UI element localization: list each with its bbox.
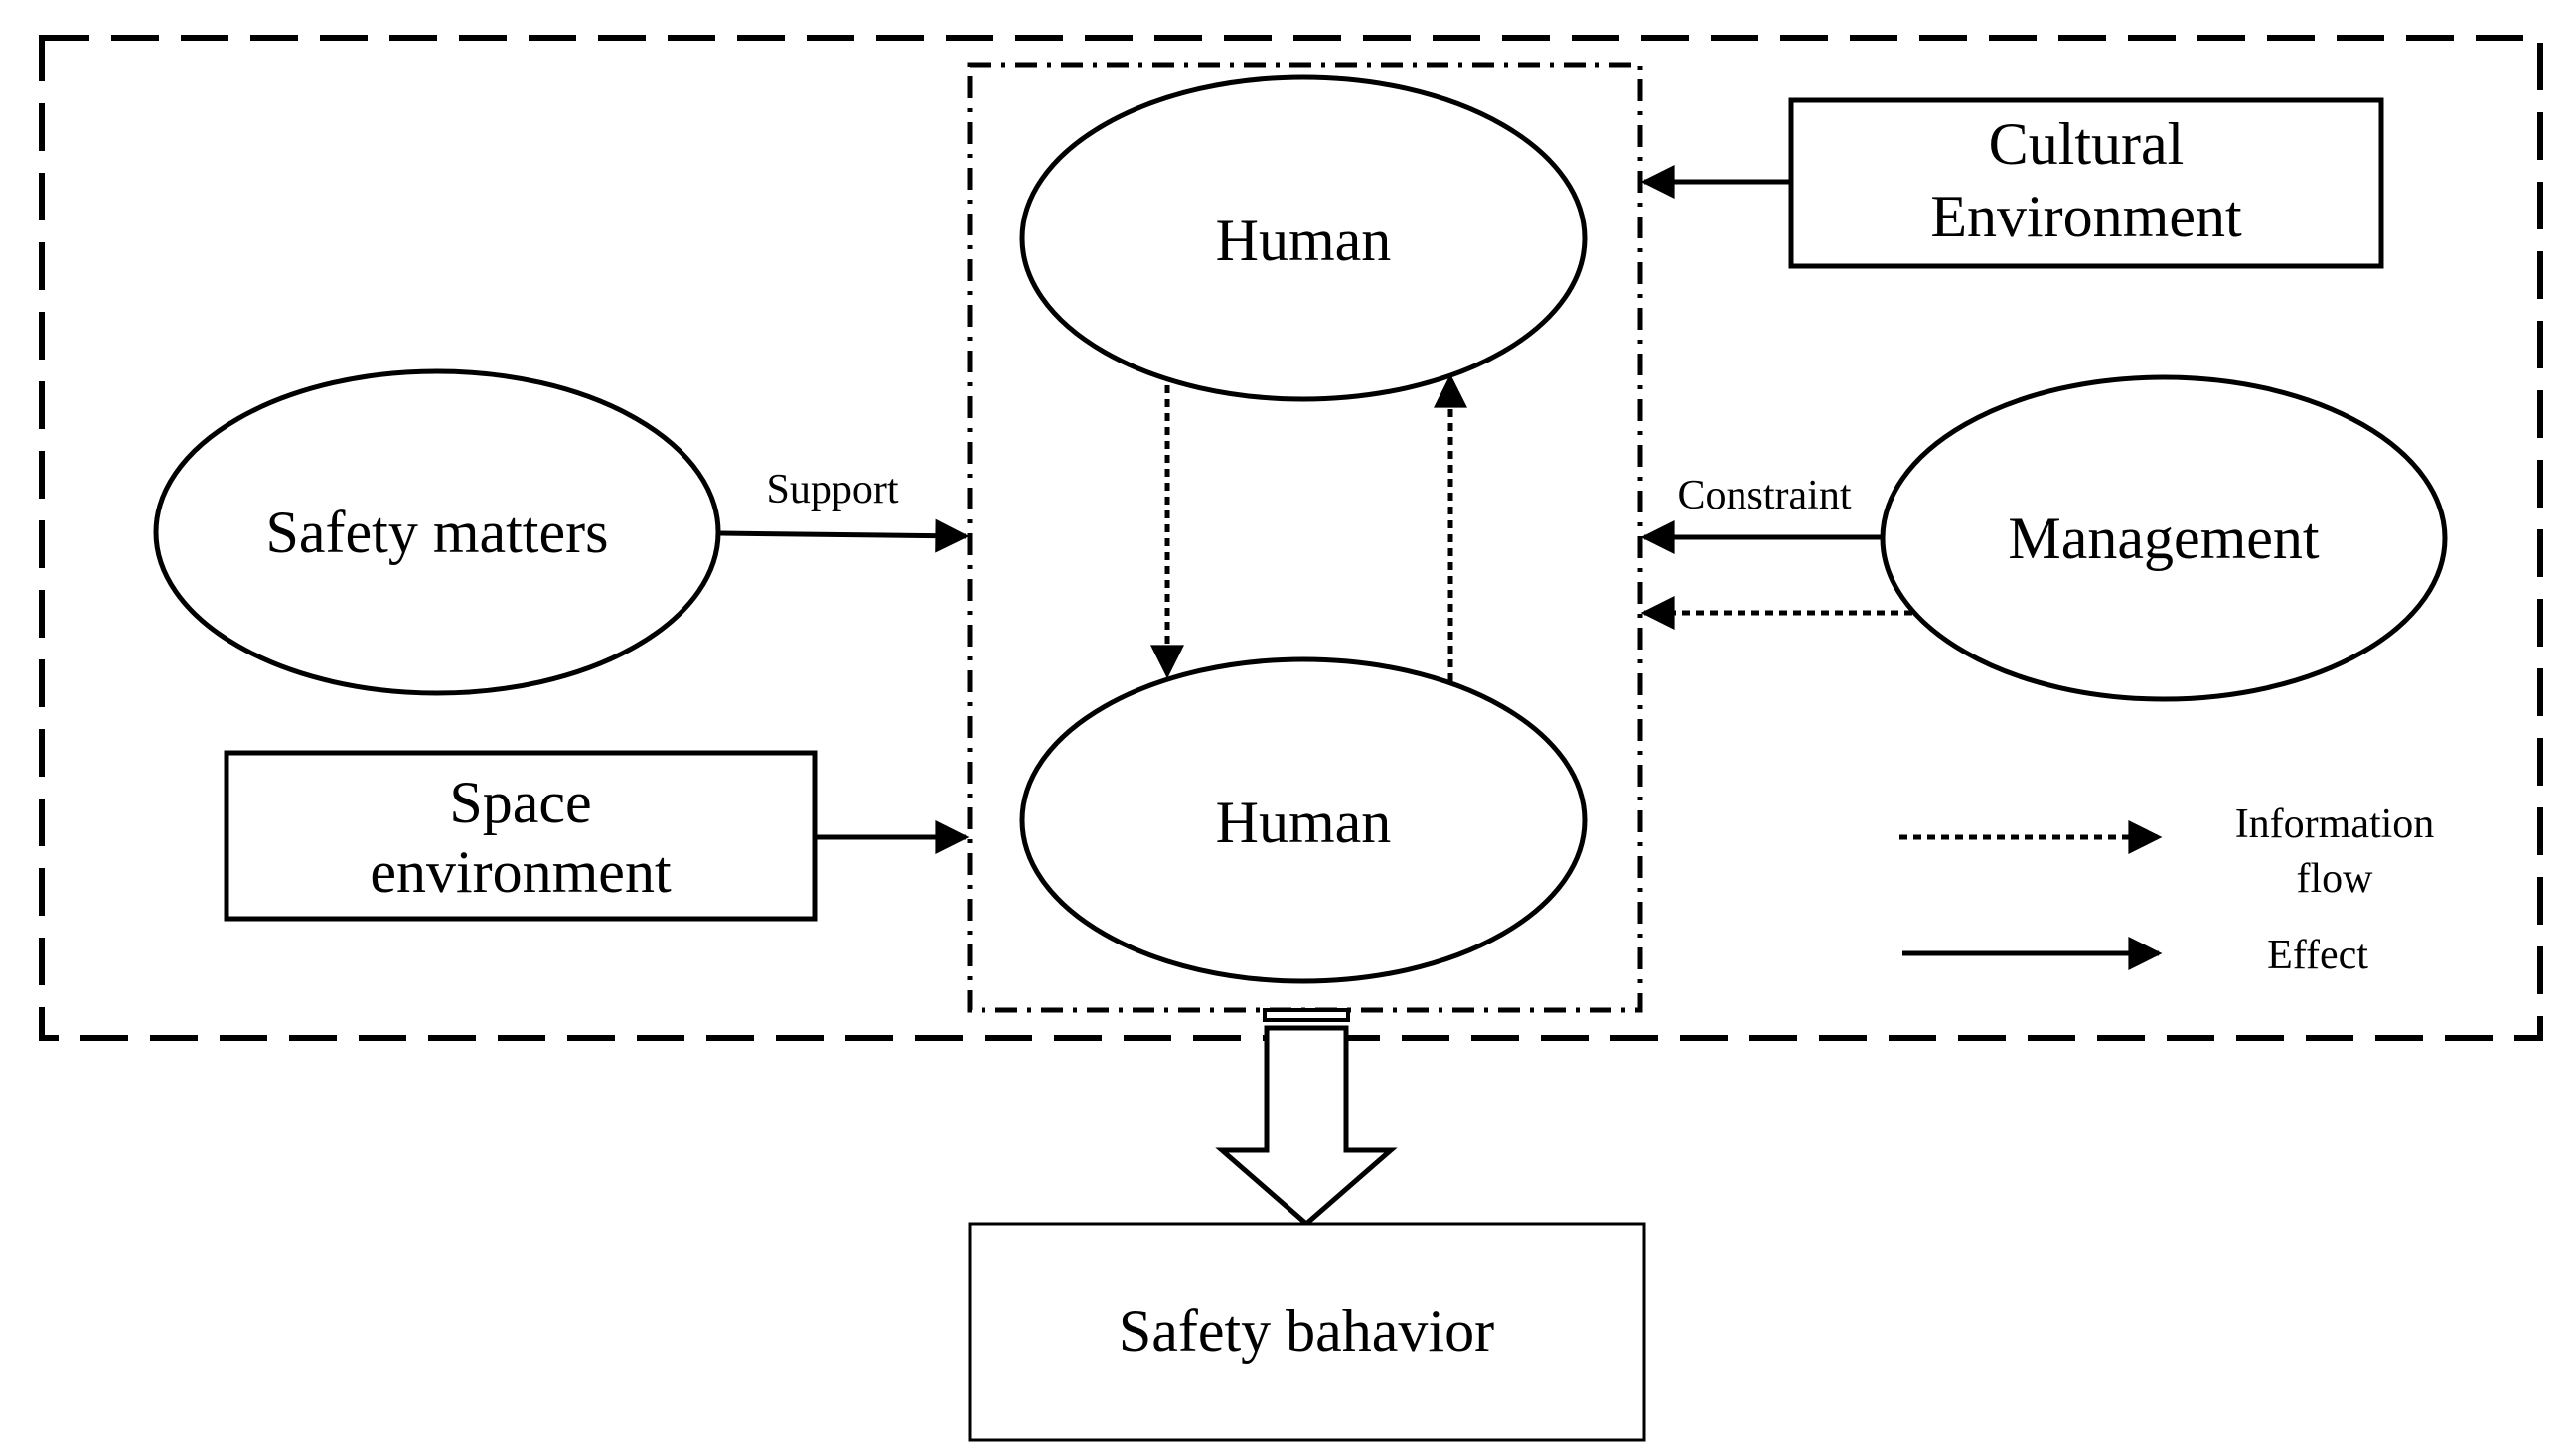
management-node: Management <box>1880 374 2448 702</box>
human-top-node: Human <box>1019 74 1588 402</box>
support-label: Support <box>766 467 898 512</box>
space-environment-label-line2: environment <box>370 839 672 905</box>
safety-matters-label: Safety matters <box>266 500 609 565</box>
constraint-label: Constraint <box>1678 473 1852 518</box>
legend-information-flow-label-line2: flow <box>2297 856 2374 902</box>
legend-effect-label: Effect <box>2267 933 2368 978</box>
output-hollow-arrow <box>1215 1008 1398 1228</box>
space-environment-node: Space environment <box>224 750 818 922</box>
human-bottom-label: Human <box>1216 790 1392 855</box>
human-bottom-node: Human <box>1019 656 1588 984</box>
cultural-environment-label-line2: Environment <box>1930 184 2242 249</box>
human-top-label: Human <box>1216 208 1392 273</box>
space-environment-label-line1: Space <box>449 770 591 835</box>
safety-matters-node: Safety matters <box>153 368 721 696</box>
legend-information-flow-label-line1: Information <box>2235 801 2435 847</box>
cultural-environment-node: Cultural Environment <box>1788 97 2384 269</box>
management-label: Management <box>2008 506 2320 571</box>
safety-behavior-node: Safety bahavior <box>968 1222 1646 1442</box>
safety-behavior-label: Safety bahavior <box>1119 1298 1494 1364</box>
support-arrow <box>719 518 970 553</box>
legend: Information flow Effect <box>1899 801 2434 978</box>
cultural-environment-label-line1: Cultural <box>1989 111 2185 177</box>
